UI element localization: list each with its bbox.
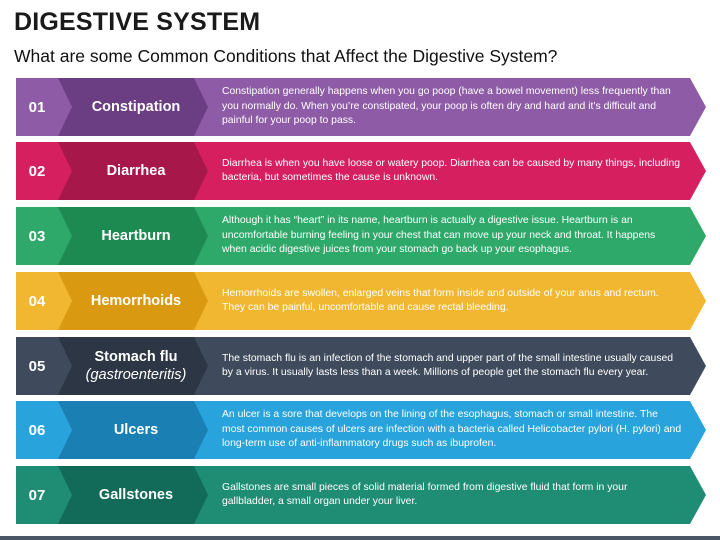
condition-row: 06 Ulcers An ulcer is a sore that develops… bbox=[16, 401, 706, 459]
row-arrow-shape bbox=[16, 207, 706, 265]
description-text: An ulcer is a sore that develops on the … bbox=[222, 409, 682, 450]
condition-subname: (gastroenteritis) bbox=[85, 367, 187, 383]
condition-name: Heartburn bbox=[101, 228, 171, 244]
description-text: Gallstones are small pieces of solid mat… bbox=[222, 481, 628, 508]
condition-name: Gallstones bbox=[98, 487, 174, 503]
condition-label: Stomach flu (gastroenteritis) bbox=[68, 337, 204, 395]
description-text: The stomach flu is an infection of the s… bbox=[222, 352, 674, 379]
condition-name: Diarrhea bbox=[106, 163, 166, 179]
condition-label: Hemorrhoids bbox=[68, 272, 204, 330]
row-number: 07 bbox=[28, 486, 46, 504]
condition-description: An ulcer is a sore that develops on the … bbox=[222, 401, 682, 459]
condition-description: Diarrhea is when you have loose or water… bbox=[222, 142, 682, 200]
description-text: Constipation generally happens when you … bbox=[222, 86, 671, 127]
row-arrow-shape bbox=[16, 78, 706, 136]
condition-name: Ulcers bbox=[113, 422, 159, 438]
condition-name: Stomach flu bbox=[94, 349, 178, 365]
condition-name: Hemorrhoids bbox=[90, 293, 182, 309]
row-arrow-shape bbox=[16, 401, 706, 459]
condition-description: Although it has “heart” in its name, hea… bbox=[222, 207, 682, 265]
description-text: Hemorrhoids are swollen, enlarged veins … bbox=[222, 287, 659, 314]
condition-description: The stomach flu is an infection of the s… bbox=[222, 337, 682, 395]
condition-label: Gallstones bbox=[68, 466, 204, 524]
condition-label: Diarrhea bbox=[68, 142, 204, 200]
condition-row: 02 Diarrhea Diarrhea is when you have loos… bbox=[16, 142, 706, 200]
row-number: 05 bbox=[28, 357, 46, 375]
description-text: Although it has “heart” in its name, hea… bbox=[222, 215, 656, 256]
condition-description: Constipation generally happens when you … bbox=[222, 78, 682, 136]
condition-name: Constipation bbox=[91, 99, 181, 115]
row-number: 06 bbox=[28, 421, 46, 439]
row-number: 01 bbox=[28, 98, 46, 116]
row-arrow-shape bbox=[16, 142, 706, 200]
condition-row: 03 Heartburn Although it has “heart” in it… bbox=[16, 207, 706, 265]
row-arrow-shape bbox=[16, 272, 706, 330]
row-number: 04 bbox=[28, 292, 46, 310]
condition-label: Heartburn bbox=[68, 207, 204, 265]
condition-row: 07 Gallstones Gallstones are small pieces … bbox=[16, 466, 706, 524]
row-number: 03 bbox=[28, 227, 46, 245]
page-subtitle: What are some Common Conditions that Aff… bbox=[14, 46, 558, 66]
row-arrow-shape bbox=[16, 337, 706, 395]
condition-description: Hemorrhoids are swollen, enlarged veins … bbox=[222, 272, 682, 330]
row-arrow-shape bbox=[16, 466, 706, 524]
footer-bar bbox=[0, 536, 720, 540]
condition-row: 05 Stomach flu (gastroenteritis) The stomac… bbox=[16, 337, 706, 395]
description-text: Diarrhea is when you have loose or water… bbox=[222, 157, 681, 184]
condition-label: Ulcers bbox=[68, 401, 204, 459]
condition-label: Constipation bbox=[68, 78, 204, 136]
row-number: 02 bbox=[28, 162, 46, 180]
condition-row: 04 Hemorrhoids Hemorrhoids are swollen, en… bbox=[16, 272, 706, 330]
page-title: DIGESTIVE SYSTEM bbox=[14, 8, 261, 36]
condition-row: 01 Constipation Constipation generally hap… bbox=[16, 78, 706, 136]
condition-description: Gallstones are small pieces of solid mat… bbox=[222, 466, 682, 524]
